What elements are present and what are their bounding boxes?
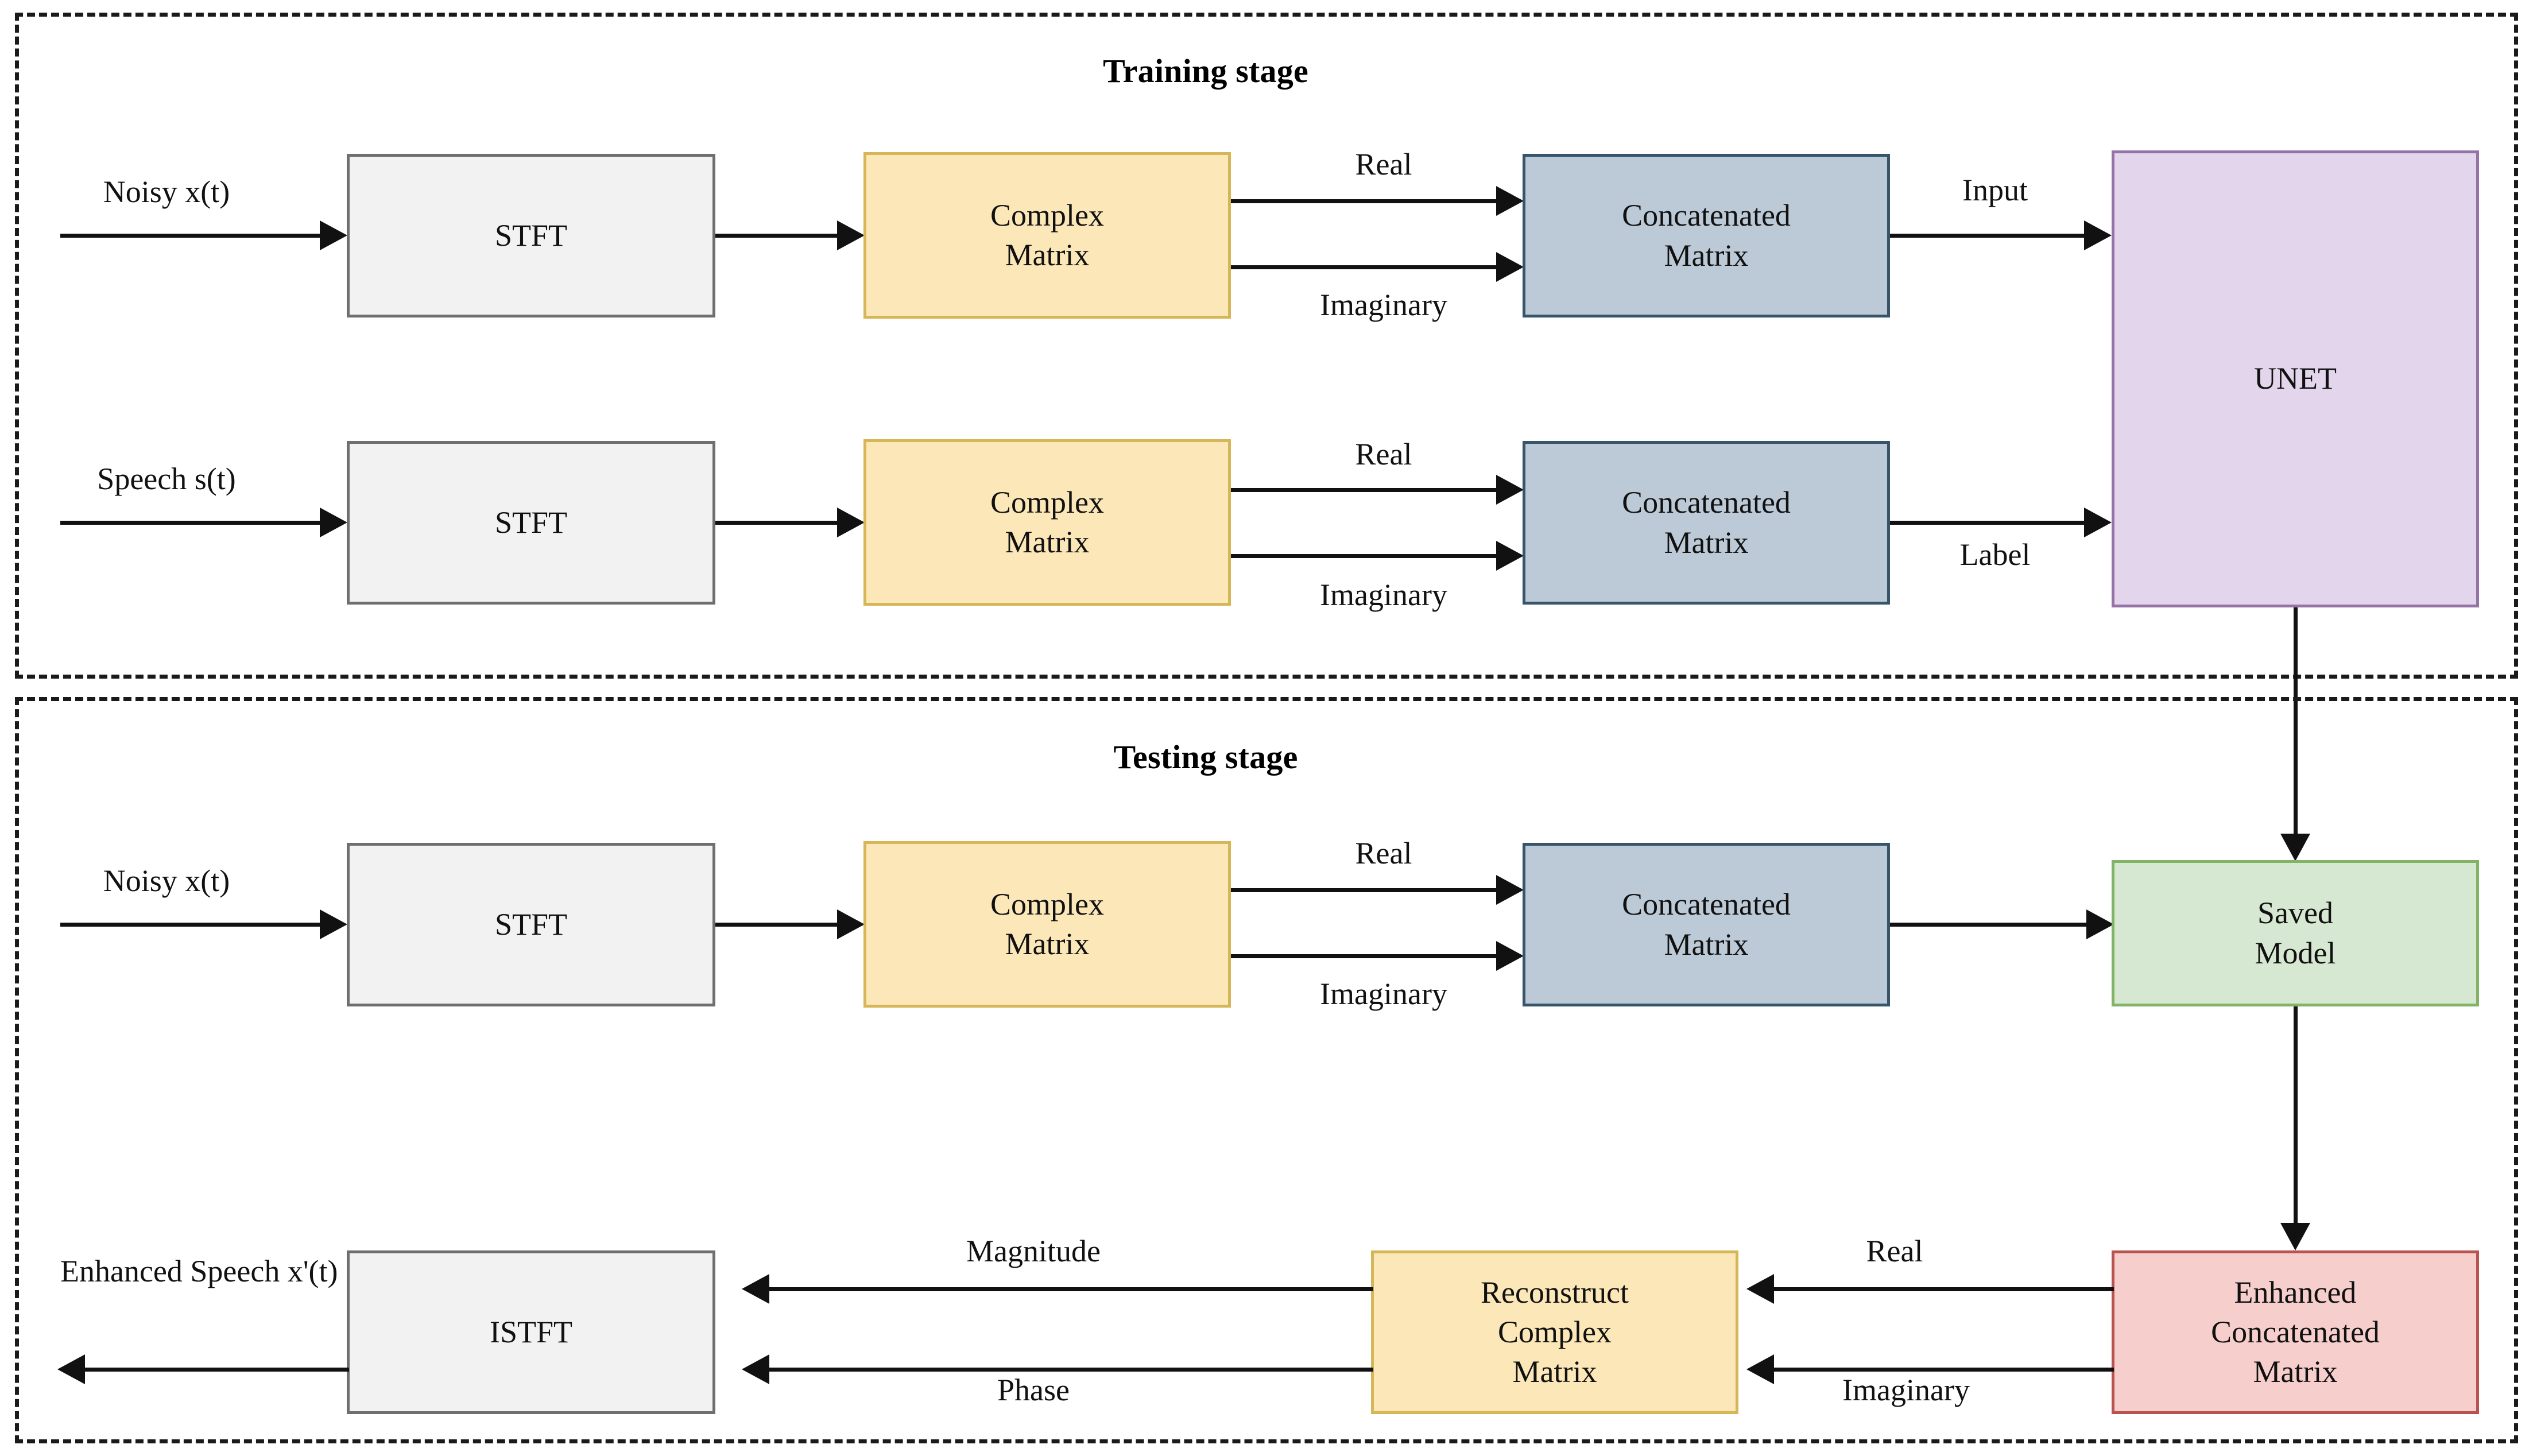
complex-matrix-label-line2: Matrix <box>1005 927 1090 961</box>
arrow-stft-to-complex-training-speech <box>715 505 865 540</box>
magnitude-label: Magnitude <box>966 1234 1101 1268</box>
noisy-input-label-testing: Noisy x(t) <box>103 863 230 898</box>
training-stage-title: Training stage <box>1103 52 1308 90</box>
arrow-real-training-speech <box>1231 473 1524 507</box>
concatenated-matrix-box-training-speech: Concatenated Matrix <box>1523 441 1890 605</box>
saved-model-label-line1: Saved <box>2257 896 2333 931</box>
arrow-imaginary-training-noisy <box>1231 250 1524 284</box>
complex-matrix-label-line2: Matrix <box>1005 525 1090 559</box>
stft-label: STFT <box>494 907 568 942</box>
saved-model-box: Saved Model <box>2112 860 2479 1006</box>
concatenated-matrix-box-testing: Concatenated Matrix <box>1523 843 1890 1006</box>
arrow-istft-to-output <box>57 1352 349 1387</box>
arrow-real-training-noisy <box>1231 184 1524 218</box>
real-label-training-speech: Real <box>1355 437 1412 471</box>
concatenated-matrix-label-line1: Concatenated <box>1622 198 1791 233</box>
complex-matrix-box-testing: Complex Matrix <box>863 841 1231 1008</box>
concatenated-matrix-label-line1: Concatenated <box>1622 485 1791 520</box>
enhanced-speech-label-line1: Enhanced <box>60 1254 183 1288</box>
enhanced-matrix-label-line1: Enhanced <box>2234 1275 2357 1310</box>
imaginary-label-reverse: Imaginary <box>1842 1373 1970 1407</box>
arrow-concat-to-unet-input <box>1890 218 2112 253</box>
real-label-reverse: Real <box>1866 1234 1923 1268</box>
complex-matrix-label-line1: Complex <box>990 198 1104 233</box>
arrow-stft-to-complex-testing <box>715 907 865 942</box>
arrow-magnitude <box>742 1272 1373 1306</box>
complex-matrix-label-line1: Complex <box>990 485 1104 520</box>
concatenated-matrix-label-line2: Matrix <box>1664 238 1749 273</box>
istft-box: ISTFT <box>347 1250 715 1414</box>
arrow-unet-to-saved-model <box>2278 607 2313 861</box>
complex-matrix-box-training-noisy: Complex Matrix <box>863 152 1231 319</box>
unet-label: UNET <box>2254 361 2337 396</box>
arrow-noisy-to-stft-training <box>60 218 347 253</box>
enhanced-speech-label-line2: Speech x'(t) <box>190 1254 338 1288</box>
arrow-speech-to-stft-training <box>60 505 347 540</box>
stft-box-testing: STFT <box>347 843 715 1006</box>
arrow-saved-model-to-enhanced-matrix <box>2278 1006 2313 1250</box>
speech-input-label-training: Speech s(t) <box>97 462 236 496</box>
arrow-concat-to-unet-label <box>1890 505 2112 540</box>
concatenated-matrix-label-line2: Matrix <box>1664 525 1749 560</box>
arrow-real-reverse <box>1746 1272 2114 1306</box>
imaginary-label-training-speech: Imaginary <box>1320 578 1447 612</box>
testing-stage-title: Testing stage <box>1113 738 1298 776</box>
unet-box: UNET <box>2112 150 2479 607</box>
concatenated-matrix-label-line2: Matrix <box>1664 927 1749 962</box>
enhanced-speech-output-label: Enhanced Speech x'(t) <box>60 1252 338 1291</box>
enhanced-concatenated-matrix-box: Enhanced Concatenated Matrix <box>2112 1250 2479 1414</box>
phase-label: Phase <box>997 1373 1070 1407</box>
imaginary-label-training-noisy: Imaginary <box>1320 288 1447 322</box>
arrow-real-testing <box>1231 873 1524 907</box>
enhanced-matrix-label-line2: Concatenated <box>2211 1314 2380 1349</box>
istft-label: ISTFT <box>489 1314 573 1349</box>
complex-matrix-label-line2: Matrix <box>1005 238 1090 272</box>
input-edge-label-training: Input <box>1962 173 2028 207</box>
reconstruct-label-line2: Complex <box>1498 1314 1612 1349</box>
arrow-noisy-to-stft-testing <box>60 907 347 942</box>
reconstruct-complex-matrix-box: Reconstruct Complex Matrix <box>1371 1250 1738 1414</box>
stft-box-training-speech: STFT <box>347 441 715 605</box>
stft-label: STFT <box>494 505 568 540</box>
stft-label: STFT <box>494 218 568 253</box>
concatenated-matrix-box-training-noisy: Concatenated Matrix <box>1523 154 1890 317</box>
arrow-imaginary-testing <box>1231 939 1524 973</box>
noisy-input-label-training: Noisy x(t) <box>103 175 230 209</box>
complex-matrix-box-training-speech: Complex Matrix <box>863 439 1231 606</box>
arrow-imaginary-reverse <box>1746 1352 2114 1387</box>
real-label-testing: Real <box>1355 836 1412 870</box>
real-label-training-noisy: Real <box>1355 147 1412 181</box>
arrow-imaginary-training-speech <box>1231 539 1524 573</box>
arrow-concat-to-saved-model <box>1890 907 2114 942</box>
reconstruct-label-line1: Reconstruct <box>1481 1275 1629 1310</box>
complex-matrix-label-line1: Complex <box>990 886 1104 921</box>
imaginary-label-testing: Imaginary <box>1320 977 1447 1011</box>
saved-model-label-line2: Model <box>2255 935 2336 970</box>
stft-box-training-noisy: STFT <box>347 154 715 317</box>
enhanced-matrix-label-line3: Matrix <box>2253 1354 2338 1389</box>
testing-stage-container <box>15 697 2518 1443</box>
arrow-phase <box>742 1352 1373 1387</box>
reconstruct-label-line3: Matrix <box>1512 1354 1597 1389</box>
label-edge-label-training: Label <box>1959 537 2031 572</box>
arrow-stft-to-complex-training-noisy <box>715 218 865 253</box>
training-stage-container <box>15 13 2518 679</box>
concatenated-matrix-label-line1: Concatenated <box>1622 887 1791 922</box>
